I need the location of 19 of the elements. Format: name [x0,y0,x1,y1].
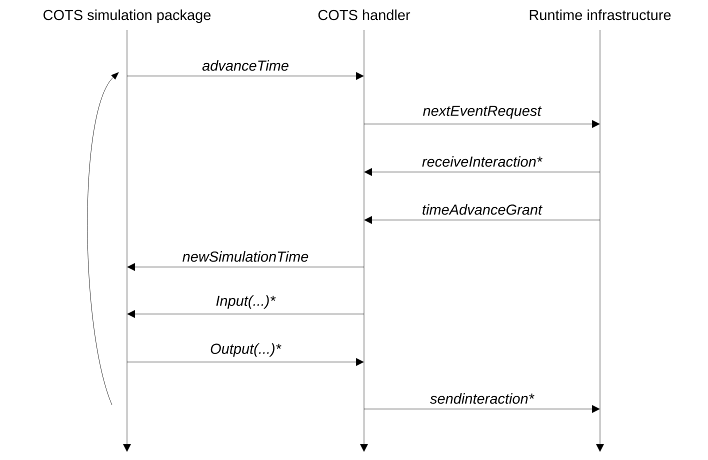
lifeline-header: Runtime infrastructure [530,10,671,20]
edge-label: newSimulationTime [181,250,310,263]
edge-label: Input(...)* [214,294,276,310]
edge-label: receiveInteraction* [420,155,544,168]
message-arrow [364,216,600,224]
message-arrow [364,120,600,128]
lifeline-header: COTS handler [318,10,410,20]
edge-label: Output(...)* [209,342,282,358]
message-arrow [127,263,364,271]
edge-label: sendinteraction* [429,392,535,405]
lifeline-header: COTS simulation package [44,10,211,23]
message-arrow [127,310,364,318]
message-arrow [364,405,600,413]
edge-label: advanceTime [201,59,290,72]
message-arrow [126,358,364,366]
edge-label: nextEventRequest [422,104,542,120]
message-arrow [364,168,600,176]
message-arrow [126,72,364,80]
edge-label: timeAdvanceGrant [420,203,544,216]
